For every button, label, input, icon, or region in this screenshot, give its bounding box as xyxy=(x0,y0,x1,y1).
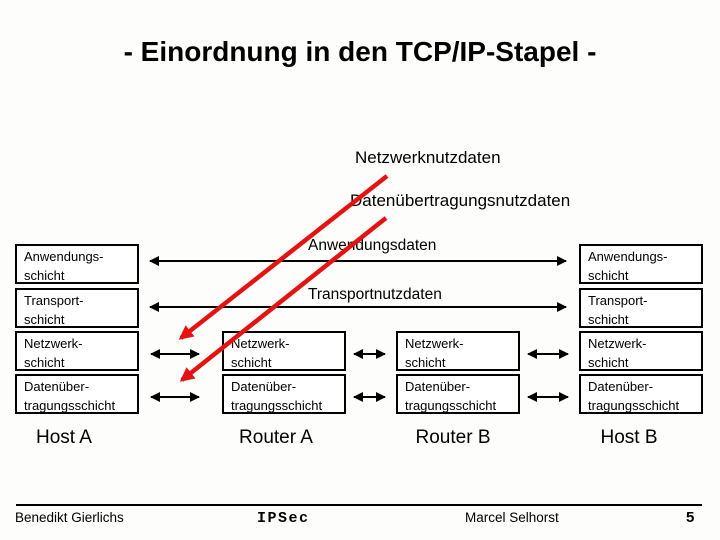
layer-box-label-line: Datenüber- xyxy=(231,379,297,394)
layer-box-label-line: tragungsschicht xyxy=(24,397,116,413)
host-b-layer-box-1: Transport-schicht xyxy=(579,288,703,328)
router-b-layer-box-2: Netzwerk-schicht xyxy=(396,331,520,371)
layer-box-label-line: schicht xyxy=(588,311,629,327)
footer-author-left: Benedikt Gierlichs xyxy=(15,510,124,525)
layer-box-label-line: Netzwerk- xyxy=(588,336,647,351)
label-netzwerknutzdaten: Netzwerknutzdaten xyxy=(355,148,501,167)
layer-box-label-line: Anwendungs- xyxy=(588,249,668,264)
layer-box-label-line: Netzwerk- xyxy=(24,336,83,351)
layer-box-label-line: Transport- xyxy=(24,293,84,308)
layer-box-label-line: tragungsschicht xyxy=(588,397,680,413)
host-a-layer-box-0: Anwendungs-schicht xyxy=(15,244,139,284)
layer-box-label-line: tragungsschicht xyxy=(405,397,497,413)
layer-box-label-line: tragungsschicht xyxy=(231,397,323,413)
column-label-host-a: Host A xyxy=(36,427,92,448)
router-b-layer-box-3: Datenüber-tragungsschicht xyxy=(396,374,520,414)
layer-box-label-line: Datenüber- xyxy=(24,379,90,394)
footer-page-number: 5 xyxy=(686,509,695,526)
layer-box-label-line: schicht xyxy=(24,267,65,283)
layer-box-label-line: Datenüber- xyxy=(405,379,471,394)
column-label-host-b: Host B xyxy=(600,427,658,448)
layer-box-label-line: Transport- xyxy=(588,293,648,308)
host-a-layer-box-2: Netzwerk-schicht xyxy=(15,331,139,371)
label-datenuebertragungsnutzdaten: Datenübertragungsnutzdaten xyxy=(350,191,571,210)
slide-title: - Einordnung in den TCP/IP-Stapel - xyxy=(123,36,597,67)
host-b-layer-box-0: Anwendungs-schicht xyxy=(579,244,703,284)
host-b-layer-box-2: Netzwerk-schicht xyxy=(579,331,703,371)
layer-box-label-line: Datenüber- xyxy=(588,379,654,394)
footer-topic: IPSec xyxy=(257,510,310,527)
layer-box-label-line: schicht xyxy=(588,267,629,283)
layer-box-label-line: schicht xyxy=(588,354,629,370)
layer-box-label-line: Netzwerk- xyxy=(231,336,290,351)
column-label-router-a: Router A xyxy=(239,427,313,448)
layer-box-label-line: schicht xyxy=(405,354,446,370)
layer-box-label-line: schicht xyxy=(231,354,272,370)
router-a-layer-box-3: Datenüber-tragungsschicht xyxy=(222,374,346,414)
column-label-router-b: Router B xyxy=(415,427,491,448)
footer-author-right: Marcel Selhorst xyxy=(465,510,559,525)
router-a-layer-box-2: Netzwerk-schicht xyxy=(222,331,346,371)
host-a-layer-box-1: Transport-schicht xyxy=(15,288,139,328)
layer-box-label-line: schicht xyxy=(24,311,65,327)
label-transportnutzdaten: Transportnutzdaten xyxy=(308,286,442,303)
layer-box-label-line: Netzwerk- xyxy=(405,336,464,351)
label-anwendungsdaten: Anwendungsdaten xyxy=(308,237,437,254)
host-b-layer-box-3: Datenüber-tragungsschicht xyxy=(579,374,703,414)
footer-divider xyxy=(16,504,702,506)
layer-box-label-line: Anwendungs- xyxy=(24,249,104,264)
layer-box-label-line: schicht xyxy=(24,354,65,370)
host-a-layer-box-3: Datenüber-tragungsschicht xyxy=(15,374,139,414)
